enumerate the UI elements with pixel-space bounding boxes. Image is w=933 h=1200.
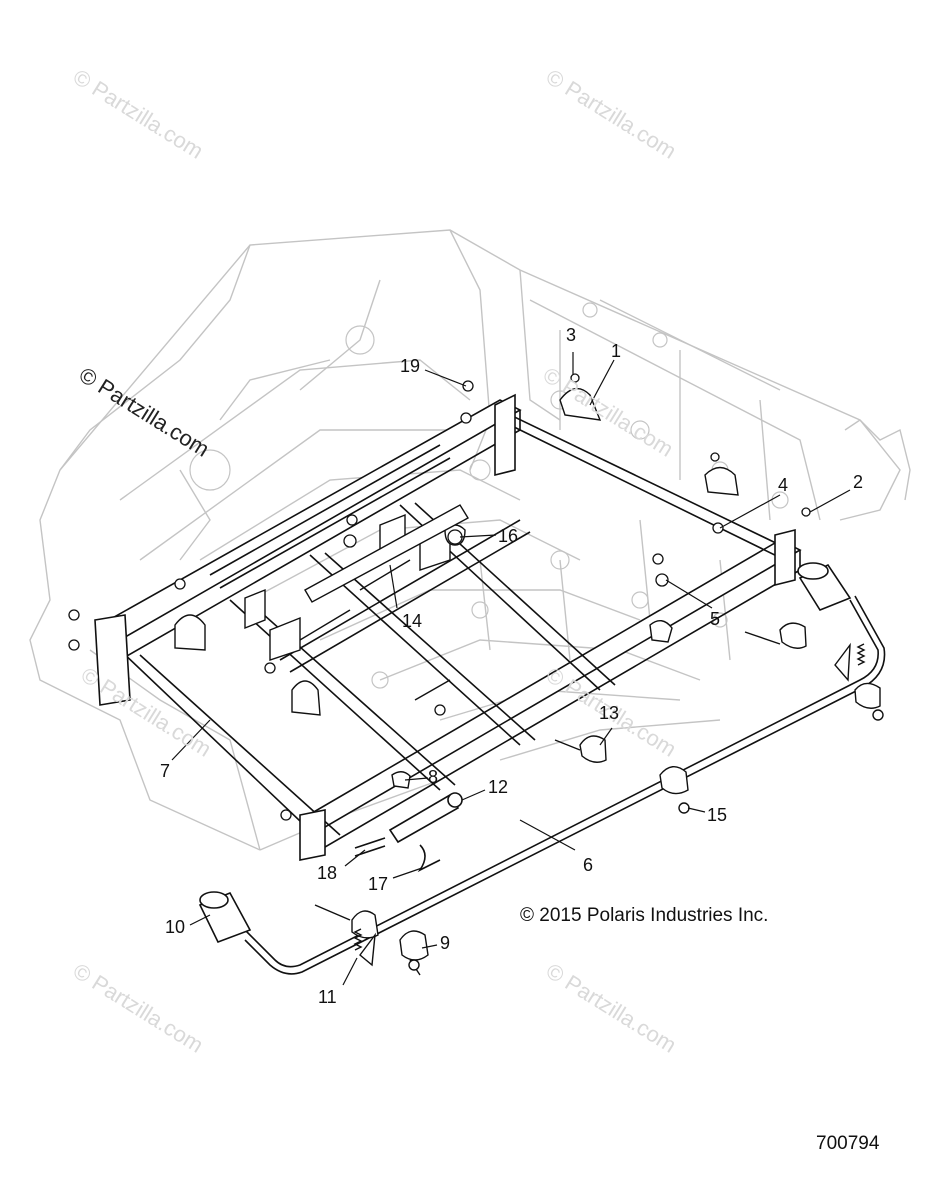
callout-14: 14: [402, 611, 423, 631]
callout-19: 19: [400, 356, 421, 376]
callout-12: 12: [488, 777, 509, 797]
fasteners: [68, 373, 811, 821]
callout-7: 7: [160, 761, 171, 781]
callout-8: 8: [428, 767, 439, 787]
callout-5: 5: [710, 609, 721, 629]
callout-10: 10: [165, 917, 186, 937]
clamps-bolts: [314, 622, 884, 976]
diagram-part-number: 700794: [816, 1133, 880, 1154]
callout-18: 18: [317, 863, 338, 883]
leader-lines: [171, 352, 851, 986]
copyright-notice: © 2015 Polaris Industries Inc.: [520, 905, 769, 926]
callout-16: 16: [498, 526, 519, 546]
callout-9: 9: [440, 933, 451, 953]
callout-6: 6: [583, 855, 594, 875]
brackets: [174, 387, 739, 789]
frame-assembly: [94, 393, 802, 861]
callout-3: 3: [566, 325, 577, 345]
latch-rod-assembly: [198, 562, 886, 975]
callout-13: 13: [599, 703, 620, 723]
callout-2: 2: [853, 472, 864, 492]
callout-1: 1: [611, 341, 622, 361]
cargo-box-holes: [189, 302, 789, 689]
callout-17: 17: [368, 874, 389, 894]
callout-15: 15: [707, 805, 728, 825]
pivot-tube: [299, 504, 469, 701]
springs: [353, 643, 866, 951]
callout-4: 4: [778, 475, 789, 495]
callout-11: 11: [318, 987, 337, 1007]
